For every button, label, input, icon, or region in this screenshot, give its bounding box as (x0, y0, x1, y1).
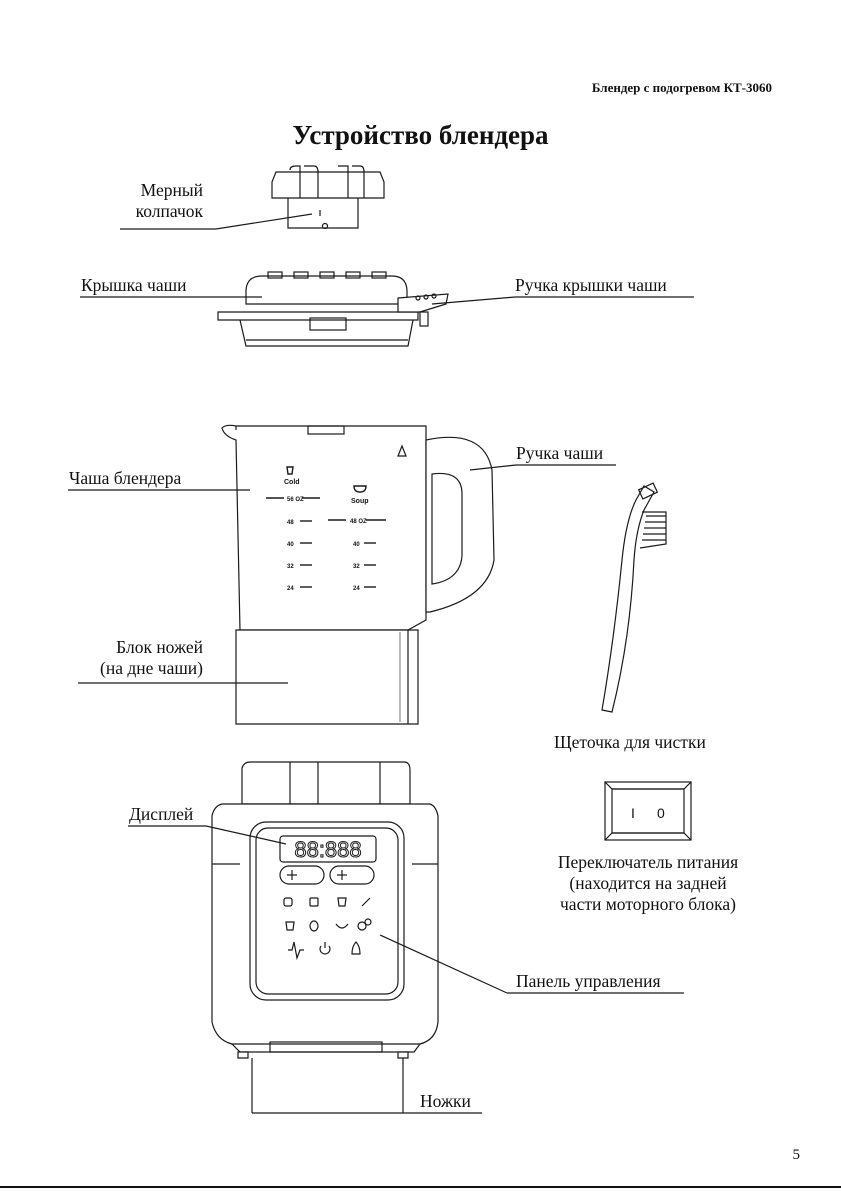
label-power-switch: Переключатель питания (находится на задн… (530, 852, 766, 915)
motor-base-drawing (211, 761, 439, 1059)
label-display: Дисплей (129, 804, 194, 824)
switch-off-mark: 0 (657, 805, 665, 821)
switch-on-mark: I (631, 805, 635, 821)
display-digits: 88:888 (294, 837, 361, 862)
scale-left-56: 56 OZ (287, 497, 304, 503)
leader-line (205, 825, 287, 845)
label-measuring-cap-line2: колпачок (135, 201, 203, 221)
label-control-panel: Панель управления (516, 971, 661, 991)
label-power-switch-line1: Переключатель питания (557, 852, 739, 872)
jar-lid-drawing (217, 271, 449, 347)
power-switch-drawing (604, 781, 692, 841)
leader-line (469, 464, 517, 471)
scale-right-32: 32 (353, 564, 360, 570)
label-measuring-cap: Мерный колпачок (136, 180, 203, 222)
scale-left-40: 40 (287, 542, 294, 548)
label-cleaning-brush: Щеточка для чистки (554, 732, 706, 752)
leader-line (379, 934, 508, 994)
page-number: 5 (792, 1147, 801, 1163)
measuring-cap-drawing (271, 165, 385, 230)
label-power-switch-line2: (находится на задней (569, 873, 727, 893)
document-header: Блендер с подогревом КТ-3060 (591, 80, 772, 95)
scale-left-24: 24 (287, 586, 294, 592)
cold-mark: Cold (284, 479, 300, 486)
soup-mark: Soup (351, 498, 369, 505)
label-power-switch-line3: части моторного блока) (560, 894, 736, 914)
label-blade-block: Блок ножей (на дне чаши) (100, 637, 203, 679)
label-blender-jar: Чаша блендера (69, 468, 182, 488)
label-jar-handle: Ручка чаши (516, 443, 604, 463)
scale-right-24: 24 (353, 586, 360, 592)
label-jar-lid: Крышка чаши (81, 275, 187, 295)
scale-left-48: 48 (287, 520, 294, 526)
jar-scale (266, 466, 386, 588)
bottom-rule (0, 1186, 841, 1188)
scale-right-48: 48 OZ (350, 519, 367, 525)
blender-jar-drawing (221, 424, 495, 725)
label-blade-block-line1: Блок ножей (116, 637, 203, 657)
label-measuring-cap-line1: Мерный (140, 180, 203, 200)
label-blade-block-line2: (на дне чаши) (100, 658, 203, 678)
scale-left-32: 32 (287, 564, 294, 570)
cleaning-brush-drawing (601, 482, 667, 713)
page-title: Устройство блендера (292, 120, 549, 150)
leader-line (431, 296, 516, 305)
leader-line (215, 213, 313, 230)
scale-right-40: 40 (353, 542, 360, 548)
label-lid-handle: Ручка крышки чаши (515, 275, 667, 295)
label-feet: Ножки (420, 1091, 471, 1111)
